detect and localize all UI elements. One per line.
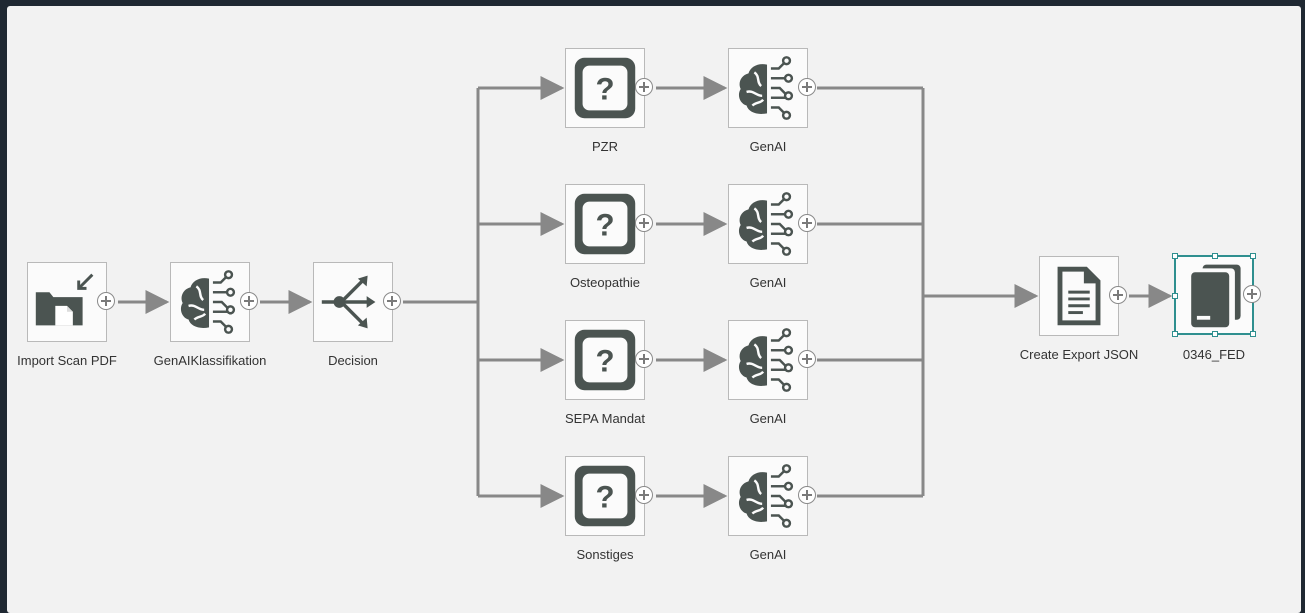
ai-brain-icon <box>738 328 794 392</box>
import-scan-pdf-node[interactable] <box>27 262 115 342</box>
add-step-button[interactable] <box>798 214 816 232</box>
ai-brain-icon <box>738 56 794 120</box>
node-label: Sonstiges <box>576 547 634 562</box>
question-icon: ? <box>574 193 636 255</box>
node-label: GenAI <box>749 139 787 154</box>
ai-brain-icon <box>738 464 794 528</box>
add-step-button[interactable] <box>798 78 816 96</box>
node-label: Create Export JSON <box>1019 347 1139 362</box>
sepa-mandat-node[interactable]: ? <box>565 320 653 400</box>
node-label: GenAI <box>749 411 787 426</box>
genai-node-1[interactable] <box>728 48 816 128</box>
add-step-button[interactable] <box>635 78 653 96</box>
genai-node-4[interactable] <box>728 456 816 536</box>
node-label: Import Scan PDF <box>17 353 117 368</box>
ai-brain-icon <box>180 270 236 334</box>
ai-brain-icon <box>738 192 794 256</box>
add-step-button[interactable] <box>635 214 653 232</box>
question-icon: ? <box>574 57 636 119</box>
fed-output-node[interactable] <box>1172 253 1261 337</box>
resize-handle[interactable] <box>1212 331 1218 337</box>
node-label: Osteopathie <box>569 275 641 290</box>
node-label: SEPA Mandat <box>565 411 645 426</box>
decision-node[interactable] <box>313 262 401 342</box>
folder-import-icon <box>35 273 94 326</box>
sonstiges-node[interactable]: ? <box>565 456 653 536</box>
add-step-button[interactable] <box>635 350 653 368</box>
pzr-node[interactable]: ? <box>565 48 653 128</box>
genai-node-2[interactable] <box>728 184 816 264</box>
add-step-button[interactable] <box>1109 286 1127 304</box>
create-export-json-node[interactable] <box>1039 256 1127 336</box>
add-step-button[interactable] <box>97 292 115 310</box>
add-step-button[interactable] <box>635 486 653 504</box>
genai-klassifikation-node[interactable] <box>170 262 258 342</box>
resize-handle[interactable] <box>1172 253 1178 259</box>
branch-icon <box>321 275 376 329</box>
genai-node-3[interactable] <box>728 320 816 400</box>
resize-handle[interactable] <box>1212 253 1218 259</box>
resize-handle[interactable] <box>1250 253 1256 259</box>
node-label: Decision <box>328 353 378 368</box>
add-step-button[interactable] <box>798 486 816 504</box>
resize-handle[interactable] <box>1172 293 1178 299</box>
node-label: 0346_FED <box>1182 347 1246 362</box>
question-icon: ? <box>574 329 636 391</box>
document-stack-icon <box>1191 264 1241 328</box>
add-step-button[interactable] <box>240 292 258 310</box>
svg-text:?: ? <box>595 480 614 515</box>
node-label: GenAI <box>749 275 787 290</box>
svg-text:?: ? <box>595 208 614 243</box>
document-icon <box>1057 266 1101 326</box>
add-step-button[interactable] <box>383 292 401 310</box>
osteopathie-node[interactable]: ? <box>565 184 653 264</box>
node-label: GenAIKlassifikation <box>153 353 267 368</box>
add-step-button[interactable] <box>798 350 816 368</box>
node-label: GenAI <box>749 547 787 562</box>
resize-handle[interactable] <box>1250 331 1256 337</box>
add-step-button[interactable] <box>1243 285 1261 303</box>
node-label: PZR <box>592 139 618 154</box>
svg-text:?: ? <box>595 72 614 107</box>
resize-handle[interactable] <box>1172 331 1178 337</box>
svg-text:?: ? <box>595 344 614 379</box>
question-icon: ? <box>574 465 636 527</box>
